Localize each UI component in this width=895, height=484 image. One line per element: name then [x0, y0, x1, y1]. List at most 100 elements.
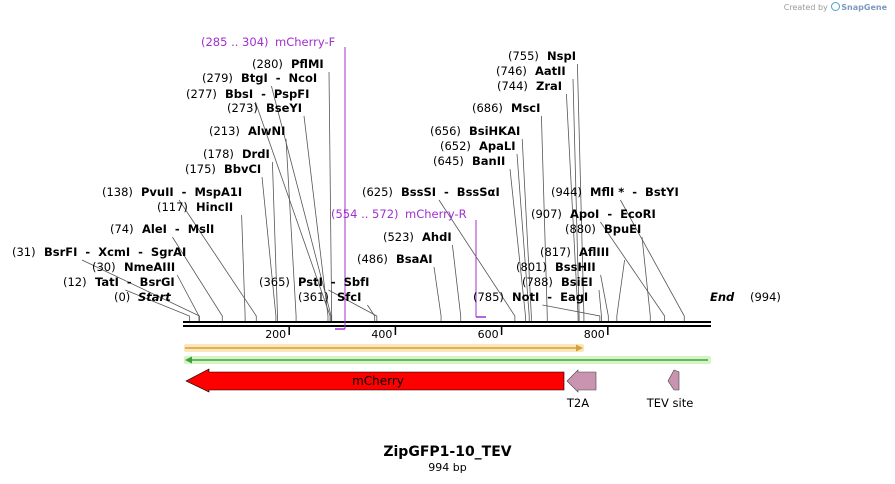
primer-r-range: (554 .. 572)	[331, 207, 399, 221]
start-label: Start	[138, 290, 171, 304]
site-position: (178)	[203, 147, 234, 161]
restriction-site[interactable]: (12)TatI - BsrGI	[63, 275, 175, 289]
snapgene-logo-icon	[831, 2, 841, 11]
site-name: MflI * - BstYI	[590, 185, 679, 199]
site-leader-line	[438, 199, 516, 321]
primer-mcherry-f[interactable]: (285 .. 304) mCherry-F	[201, 35, 346, 330]
site-name: BsaAI	[396, 252, 433, 266]
site-leader-line	[81, 259, 200, 321]
site-position: (686)	[472, 101, 503, 115]
restriction-site[interactable]: (365)PstI - SbfI	[259, 275, 369, 289]
map-title: ZipGFP1-10_TEV	[383, 444, 512, 460]
site-name: BtgI - NcoI	[241, 71, 317, 85]
scale-tick-label: 600	[478, 328, 499, 341]
site-position: (31)	[12, 245, 36, 259]
restriction-site[interactable]: (178) DrdI	[203, 147, 270, 161]
orf-reverse[interactable]	[184, 356, 711, 364]
scale-tick-label: 400	[371, 328, 392, 341]
start-position: (0)	[114, 290, 130, 304]
restriction-site[interactable]: (280)PflMI	[252, 57, 324, 71]
tev-site-arrow	[667, 369, 680, 391]
site-leader-line	[541, 115, 548, 321]
restriction-site[interactable]: (652) ApaLI	[440, 139, 516, 153]
site-position: (625)	[362, 185, 393, 199]
restriction-site[interactable]: (279)BtgI - NcoI	[202, 71, 317, 85]
primer-mcherry-r[interactable]: (554 .. 572) mCherry-R	[331, 207, 486, 318]
site-name: AhdI	[422, 230, 452, 244]
restriction-site[interactable]: (30) NmeAIII	[92, 260, 175, 274]
restriction-site[interactable]: (213)AlwNI	[209, 124, 285, 138]
snapgene-watermark: Created by SnapGene	[784, 2, 887, 12]
site-leader-line	[178, 199, 257, 321]
site-name: NmeAIII	[124, 260, 175, 274]
site-name: BssSI - BssSαI	[401, 185, 500, 199]
primer-f-range: (285 .. 304)	[201, 35, 269, 49]
restriction-site[interactable]: (175)BbvCI	[185, 162, 261, 176]
site-position: (656)	[430, 124, 461, 138]
site-name: TatI - BsrGI	[95, 275, 175, 289]
site-name: DrdI	[242, 147, 270, 161]
restriction-site[interactable]: (74)AleI - MslI	[110, 222, 214, 236]
site-position: (138)	[102, 185, 133, 199]
feature-tev-site[interactable]: TEV site	[646, 369, 694, 410]
site-name: BsiHKAI	[469, 124, 520, 138]
site-position: (755)	[508, 49, 539, 63]
restriction-site[interactable]: (686) MscI	[472, 101, 540, 115]
site-position: (744)	[497, 79, 528, 93]
site-position: (652)	[440, 139, 471, 153]
site-position: (277)	[186, 87, 217, 101]
restriction-site[interactable]: (788)BsiEI	[522, 275, 593, 289]
restriction-site[interactable]: (117)HincII	[157, 200, 233, 214]
site-position: (523)	[383, 230, 414, 244]
restriction-site[interactable]: (817)AflIII	[540, 245, 609, 259]
site-position: (213)	[209, 124, 240, 138]
site-name: AleI - MslI	[142, 222, 214, 236]
site-leader-line	[285, 138, 297, 321]
feature-mcherry[interactable]: mCherry	[185, 368, 565, 393]
site-lines	[81, 63, 685, 321]
restriction-site[interactable]: (625) BssSI - BssSαI	[362, 185, 500, 199]
site-position: (817)	[540, 245, 571, 259]
restriction-site[interactable]: (746)AatII	[496, 64, 566, 78]
site-leader-line	[598, 289, 602, 321]
site-leader-line	[255, 101, 331, 321]
site-position: (175)	[185, 162, 216, 176]
restriction-site[interactable]: (785)NotI - EagI	[473, 290, 588, 304]
watermark-brand: SnapGene	[841, 3, 887, 12]
restriction-site[interactable]: (944)MflI * - BstYI	[551, 185, 679, 199]
restriction-site[interactable]: (801)BssHII	[516, 260, 596, 274]
site-leader-line	[542, 304, 601, 321]
site-name: ApoI - EcoRI	[570, 207, 656, 221]
site-position: (30)	[92, 260, 116, 274]
primer-r-name: mCherry-R	[405, 207, 467, 221]
mcherry-label: mCherry	[352, 374, 404, 388]
site-leader-line	[433, 266, 442, 321]
restriction-site[interactable]: (277)BbsI - PspFI	[186, 87, 309, 101]
site-name: ApaLI	[479, 139, 516, 153]
site-position: (365)	[259, 275, 290, 289]
end-label: End	[710, 290, 735, 304]
restriction-site[interactable]: (523) AhdI	[383, 230, 452, 244]
restriction-site[interactable]: (138)PvuII - MspA1I	[102, 185, 242, 199]
orf-forward[interactable]	[184, 344, 584, 352]
restriction-site[interactable]: (755)NspI	[508, 49, 576, 63]
scale-tick-label: 800	[584, 328, 605, 341]
restriction-site[interactable]: (273)BseYI	[227, 101, 302, 115]
site-position: (907)	[531, 207, 562, 221]
site-name: BpuEI	[604, 222, 641, 236]
restriction-site[interactable]: (880)BpuEI	[565, 222, 641, 236]
feature-t2a[interactable]: T2A	[566, 369, 597, 410]
restriction-site[interactable]: (656) BsiHKAI	[430, 124, 520, 138]
restriction-site[interactable]: (744)ZraI	[497, 79, 562, 93]
restriction-site[interactable]: (31)BsrFI - XcmI - SgrAI	[12, 245, 186, 259]
scale-tick-label: 200	[265, 328, 286, 341]
site-leader-line	[452, 244, 462, 321]
restriction-site[interactable]: (907) ApoI - EcoRI	[531, 207, 656, 221]
restriction-site[interactable]: (361)SfcI	[298, 290, 361, 304]
site-name: BsiEI	[561, 275, 593, 289]
restriction-site[interactable]: (645)BanII	[433, 154, 505, 168]
site-name: MscI	[511, 101, 540, 115]
site-name: PflMI	[291, 57, 324, 71]
site-position: (273)	[227, 101, 258, 115]
restriction-site[interactable]: (486)BsaAI	[357, 252, 433, 266]
